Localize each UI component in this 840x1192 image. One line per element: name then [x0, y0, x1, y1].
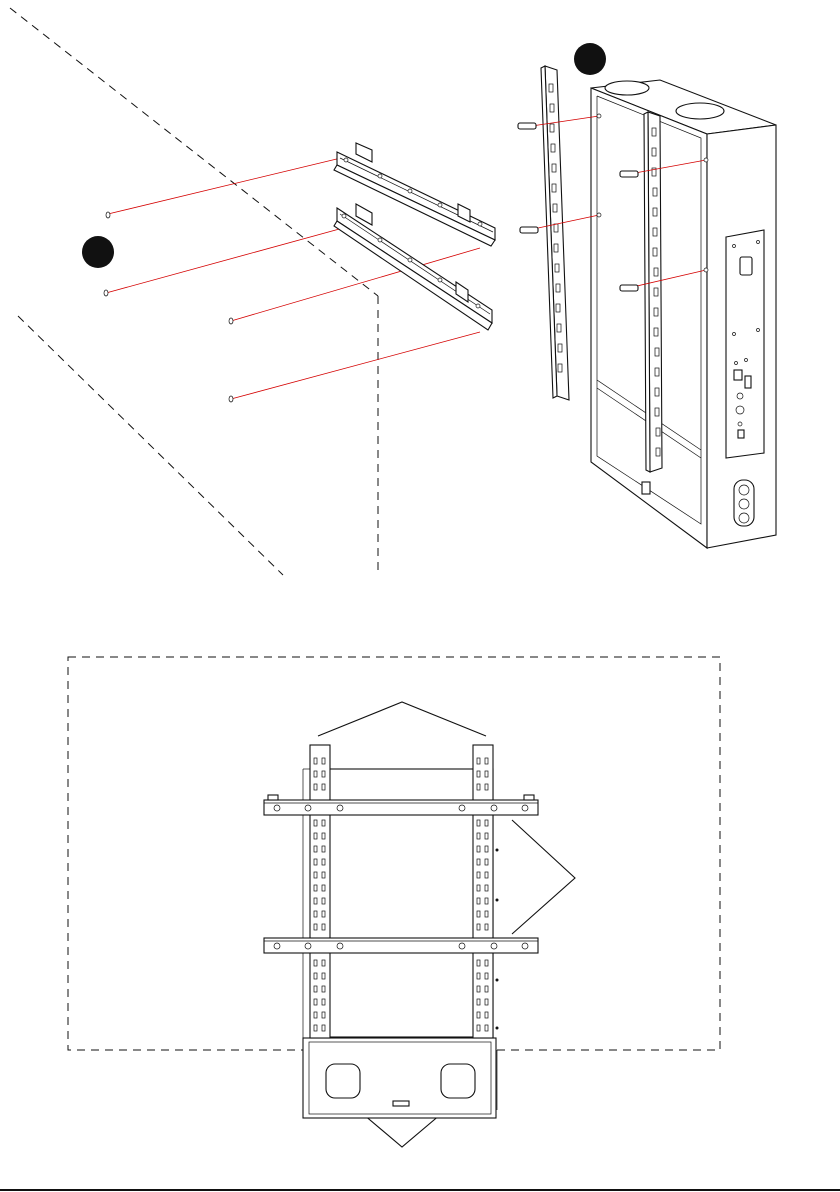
side-panel: [726, 230, 764, 458]
front-view: [68, 657, 720, 1147]
screw-icon: [229, 318, 233, 324]
bracket-step-callout: [82, 236, 114, 268]
rail-leader-lines: [318, 702, 486, 736]
vertical-rail-right: [644, 112, 662, 472]
screw-icon: [104, 290, 108, 296]
screw-icon: [106, 212, 110, 218]
screw-icon: [620, 171, 638, 177]
rail-step-callout: [574, 43, 606, 75]
wall-outline: [10, 8, 378, 575]
lower-bracket: [264, 938, 538, 953]
screw-icon: [229, 396, 233, 402]
vertical-rail-right: [473, 745, 499, 1038]
vertical-rail-left: [541, 66, 569, 400]
screw-icon: [620, 285, 638, 291]
enclosure-box: [591, 80, 776, 548]
vertical-rail-left: [303, 745, 330, 1038]
screw-icon: [520, 227, 538, 233]
bracket-leader-lines: [512, 820, 575, 934]
screw-icon: [518, 123, 536, 129]
exploded-view: [10, 8, 776, 575]
wall-screw-marks: [104, 212, 233, 402]
side-knockouts: [734, 480, 754, 526]
page-bottom-rule: [0, 1189, 840, 1191]
